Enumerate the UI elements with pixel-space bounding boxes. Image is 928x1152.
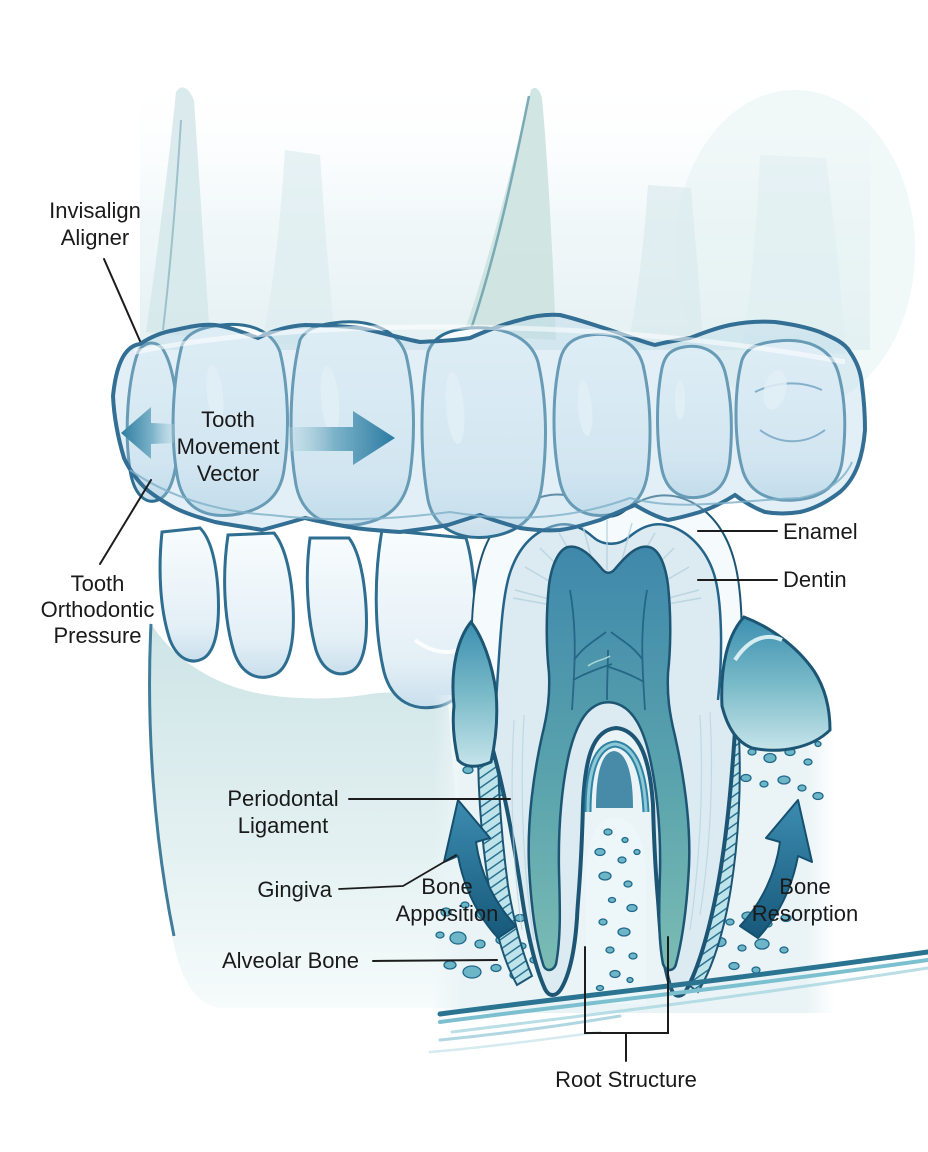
bone-apposition-arrow (443, 799, 517, 939)
root-structure-bracket (584, 936, 669, 1062)
gingiva-tissue (451, 615, 832, 768)
lower-gum-tissue (148, 622, 460, 1008)
gingiva-leader-line (338, 854, 457, 890)
lower-teeth (158, 526, 477, 710)
enamel-dentin-junction (494, 523, 723, 701)
root-dentin-lines (511, 711, 713, 941)
bone-resorption-label: Bone Resorption (751, 874, 859, 926)
bone-trabeculae-center (594, 828, 641, 992)
bone-remodeling-arrows (443, 799, 813, 939)
movement-arrow-right (288, 411, 395, 465)
enamel-label: Enamel (783, 519, 858, 544)
furcation-dome (596, 751, 633, 808)
invisalign-aligner-label: Invisalign Aligner (49, 198, 141, 250)
orthodontic-pressure-leader-line (99, 479, 152, 565)
tooth-movement-arrows (121, 407, 395, 465)
leader-lines (99, 258, 778, 1062)
bone-resorption-arrow (739, 799, 813, 939)
bone-apposition-label: Bone Apposition (395, 874, 499, 926)
alveolar-bone-label: Alveolar Bone (222, 948, 359, 973)
upper-teeth-row (125, 320, 847, 539)
bone-base-curves (428, 949, 928, 1054)
invisalign-aligner-shape (110, 312, 868, 535)
pulp-chamber (527, 545, 691, 972)
alveolar-bone-leader-line (372, 959, 498, 962)
tooth-movement-vector-label: Tooth Movement Vector (176, 407, 280, 486)
root-structure-label: Root Structure (555, 1067, 697, 1092)
dentin-label: Dentin (783, 567, 847, 592)
periodontal-ligament-label: Periodontal Ligament (227, 786, 339, 838)
invisalign-aligner-leader-line (103, 258, 141, 342)
teeth-highlights (206, 365, 787, 444)
upper-background-roots (140, 70, 915, 410)
movement-arrow-left (121, 407, 174, 459)
tooth-orthodontic-pressure-label: Tooth Orthodontic Pressure (40, 571, 155, 648)
pulp-vessels (569, 589, 648, 711)
gingiva-label: Gingiva (257, 877, 332, 902)
